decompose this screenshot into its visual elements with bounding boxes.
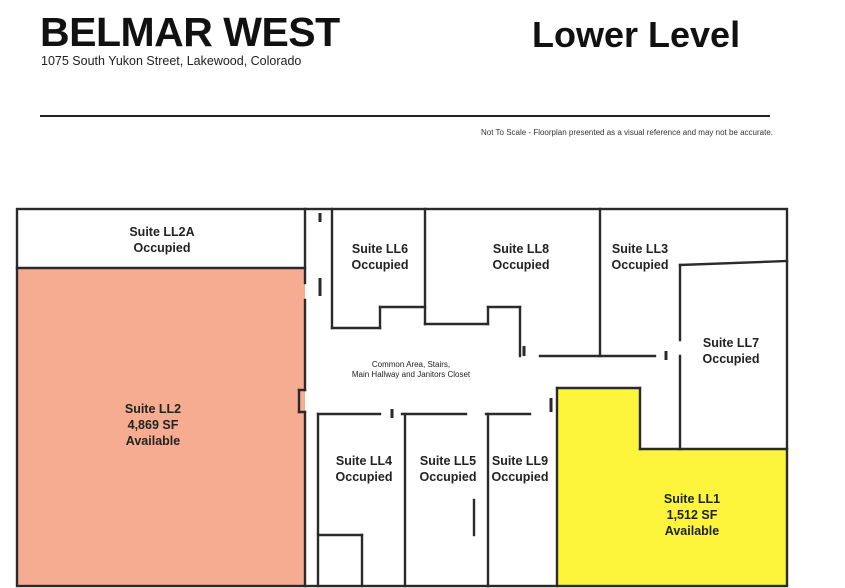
disclaimer-note: Not To Scale - Floorplan presented as a … — [481, 128, 774, 137]
building-address: 1075 South Yukon Street, Lakewood, Color… — [41, 54, 302, 68]
floorplan-walls — [15, 207, 789, 588]
header-divider — [40, 115, 770, 117]
floor-level-title: Lower Level — [532, 14, 741, 55]
suite-ll1-area[interactable] — [557, 388, 787, 586]
building-title: BELMAR WEST — [40, 9, 340, 55]
common-area-label: Common Area, Stairs,Main Hallway and Jan… — [351, 360, 471, 379]
door-jambs — [318, 213, 668, 418]
suite-ll2-area[interactable] — [17, 268, 305, 586]
